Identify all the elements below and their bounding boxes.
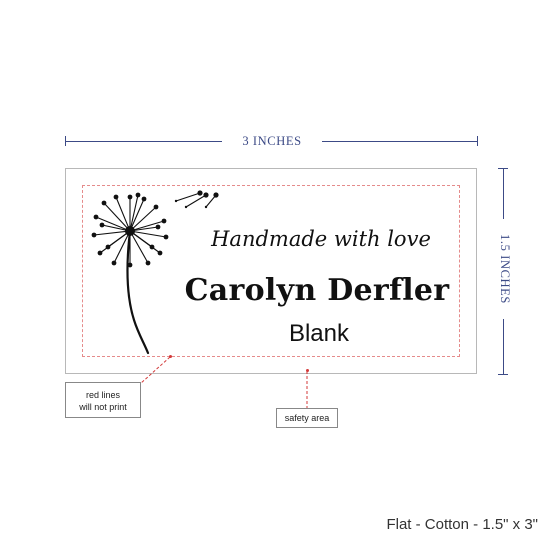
dandelion-icon (91, 190, 219, 355)
safety-area-box (82, 185, 460, 357)
red-lines-dot (169, 355, 172, 358)
safety-area-note: safety area (276, 408, 338, 428)
label-tagline: Handmade with love (211, 227, 431, 251)
label-name: Carolyn Derfler (184, 273, 450, 308)
safety-area-dot (306, 369, 309, 372)
red-lines-note: red lines will not print (65, 382, 141, 418)
height-tick-bottom (498, 374, 508, 375)
red-lines-leader (139, 356, 171, 385)
red-lines-note-line2: will not print (79, 402, 127, 412)
product-caption: Flat - Cotton - 1.5" x 3" (386, 516, 538, 533)
width-label: 3 INCHES (222, 134, 322, 149)
red-lines-note-line1: red lines (85, 390, 121, 400)
width-tick-right (477, 136, 478, 146)
label-subtext: Blank (288, 320, 350, 347)
label-preview: Handmade with love Carolyn Derfler Blank (65, 168, 477, 374)
